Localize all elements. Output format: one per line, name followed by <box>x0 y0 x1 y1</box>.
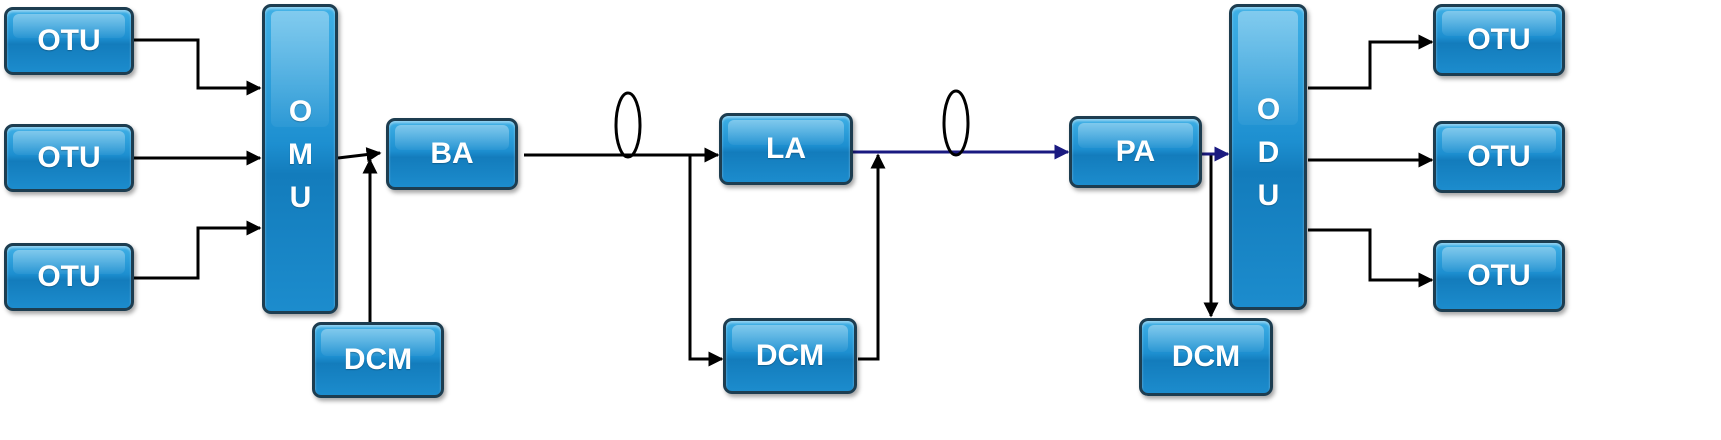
ba-label: BA <box>430 137 474 170</box>
otu3-to-omu-line <box>134 220 262 280</box>
fiber-spool-1-icon <box>614 91 642 159</box>
dcm-3-label: DCM <box>1171 340 1241 373</box>
otu-right-3-label: OTU <box>1467 259 1531 292</box>
fiber-spool-2-icon <box>942 89 970 157</box>
omu-to-ba-line <box>337 147 382 163</box>
branch-to-dcm2-line <box>688 155 724 367</box>
dcm-3-block: DCM <box>1139 318 1273 396</box>
dcm-1-block: DCM <box>312 322 444 398</box>
omu-label: OMU <box>284 94 317 224</box>
la-label: LA <box>766 132 806 165</box>
omu-block: OMU <box>262 4 338 314</box>
odu-to-otu1-line <box>1308 34 1434 90</box>
otu-right-1-label: OTU <box>1467 23 1531 56</box>
odu-block: ODU <box>1229 4 1307 310</box>
dcm-2-block: DCM <box>723 318 857 394</box>
otu-right-3-block: OTU <box>1433 240 1565 312</box>
odu-label: ODU <box>1252 92 1285 222</box>
dcm-2-label: DCM <box>755 339 825 372</box>
dcm-1-label: DCM <box>343 343 413 376</box>
la-block: LA <box>719 113 853 185</box>
otu-left-1-block: OTU <box>4 7 134 75</box>
otu-left-3-block: OTU <box>4 243 134 311</box>
dcm2-to-la-output-line <box>858 153 886 361</box>
otu-left-2-label: OTU <box>37 141 101 174</box>
pa-block: PA <box>1069 116 1202 188</box>
otu-left-2-block: OTU <box>4 124 134 192</box>
otu-left-1-label: OTU <box>37 24 101 57</box>
otu1-to-omu-line <box>134 38 262 96</box>
ba-block: BA <box>386 118 518 190</box>
pa-label: PA <box>1115 135 1156 168</box>
otu-right-2-label: OTU <box>1467 140 1531 173</box>
otu-right-2-block: OTU <box>1433 121 1565 193</box>
odu-to-otu3-line <box>1308 228 1434 288</box>
otu-right-1-block: OTU <box>1433 4 1565 76</box>
otu-left-3-label: OTU <box>37 260 101 293</box>
